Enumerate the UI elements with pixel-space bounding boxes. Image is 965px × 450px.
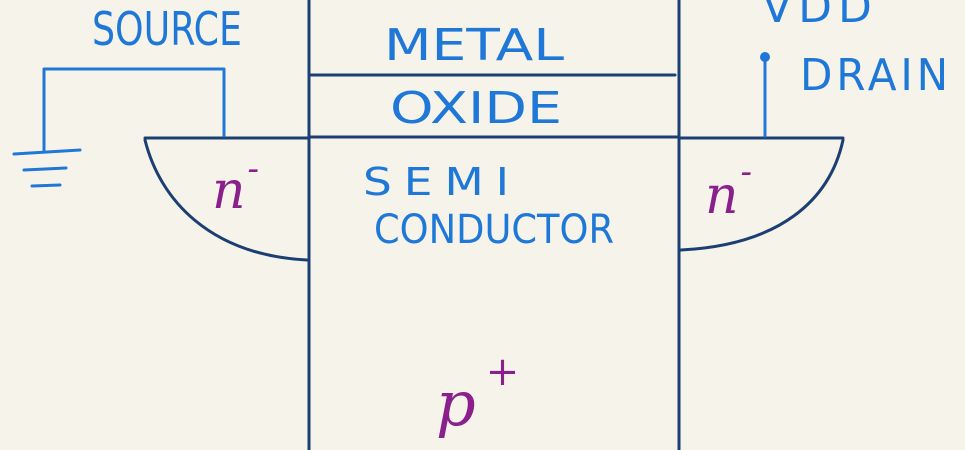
source-wire [42, 67, 226, 152]
drain-well [679, 138, 845, 252]
source-label: SOURCE [92, 2, 242, 56]
drain-label: DRAIN [800, 50, 952, 101]
right-well-doping: n- [705, 152, 752, 226]
vdd-label: VDD [762, 0, 878, 33]
oxide-label: OXIDE [390, 83, 562, 134]
vdd-terminal-dot [760, 52, 770, 62]
substrate-doping: p+ [436, 349, 519, 440]
metal-label: METAL [384, 20, 565, 71]
semi-label: SEMI [363, 160, 521, 204]
source-well [143, 138, 309, 262]
left-well-doping: n- [212, 149, 259, 221]
ground-icon [12, 148, 82, 188]
conductor-label: CONDUCTOR [374, 207, 614, 253]
